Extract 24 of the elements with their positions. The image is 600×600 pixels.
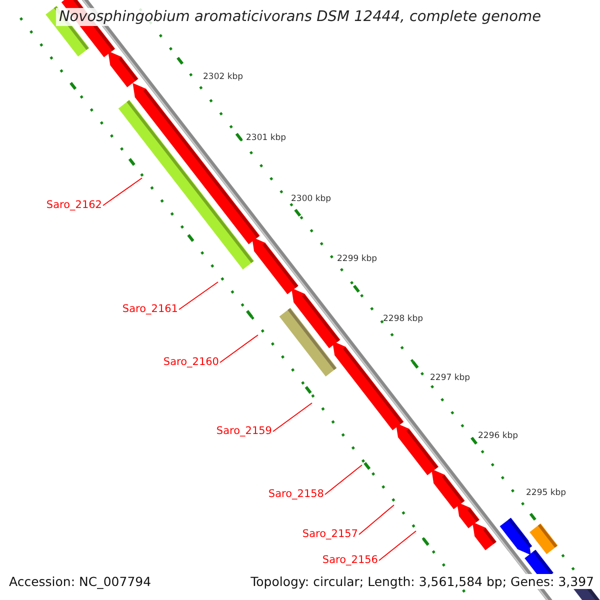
leader-line (324, 464, 362, 495)
tick-label: 2295 kbp (526, 488, 566, 499)
gene-label: Saro_2162 (46, 199, 102, 212)
leader-line (220, 334, 258, 363)
leader-line (272, 402, 312, 432)
tick-label: 2300 kbp (291, 194, 332, 205)
tick-label: 2296 kbp (478, 431, 518, 442)
gene-label: Saro_2156 (322, 554, 378, 567)
genome-info-text: Topology: circular; Length: 3,561,584 bp; Genes: 3,397 (250, 574, 594, 589)
tick-label: 2302 kbp (203, 72, 244, 83)
leader-line (102, 178, 142, 206)
tick-label: 2299 kbp (337, 254, 378, 265)
leader-line (378, 530, 416, 561)
gene-label: Saro_2158 (268, 488, 324, 501)
gene-label: Saro_2160 (163, 356, 219, 369)
accession-text: Accession: NC_007794 (9, 574, 152, 589)
tick-label: 2297 kbp (430, 373, 470, 384)
tick-label: 2298 kbp (383, 314, 424, 325)
gene-label: Saro_2157 (302, 528, 358, 541)
gene-label: Saro_2159 (216, 425, 272, 438)
tick-label: 2301 kbp (246, 133, 286, 144)
gene-label: Saro_2161 (122, 303, 178, 316)
leader-line (358, 504, 394, 535)
leader-line (178, 282, 218, 310)
